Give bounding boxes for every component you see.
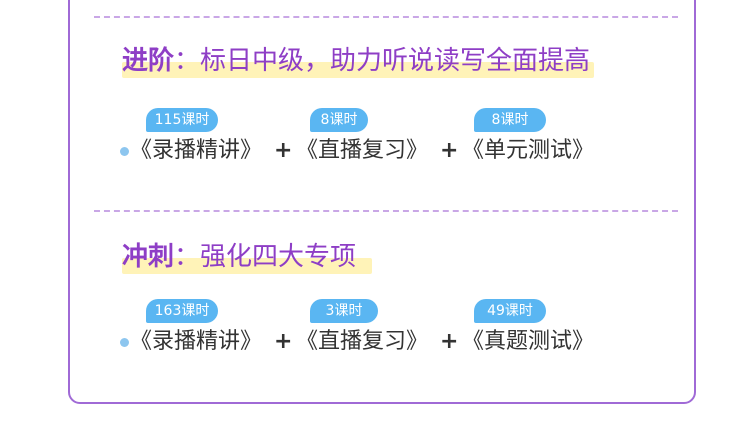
bullet-dot xyxy=(120,338,129,347)
section-heading-sprint: 冲刺：强化四大专项 xyxy=(122,240,372,274)
section-key: 进阶 xyxy=(122,46,175,76)
plus-sign: + xyxy=(440,329,459,354)
course-recorded-lectures: 《录播精讲》 xyxy=(130,329,263,354)
course-mock-exam: 《真题测试》 xyxy=(462,329,595,354)
course-live-review: 《直播复习》 xyxy=(296,329,429,354)
plus-sign: + xyxy=(440,138,459,163)
hours-badge: 3课时 xyxy=(310,299,378,323)
dashed-divider-middle xyxy=(94,210,678,212)
section-key: 冲刺 xyxy=(122,242,175,272)
hours-badge: 115课时 xyxy=(146,108,218,132)
course-live-review: 《直播复习》 xyxy=(296,138,429,163)
hours-badge: 49课时 xyxy=(474,299,546,323)
section-colon: ： xyxy=(174,242,201,272)
hours-badge: 8课时 xyxy=(474,108,546,132)
section-heading-advanced: 进阶：标日中级，助力听说读写全面提高 xyxy=(122,44,594,78)
section-description: 强化四大专项 xyxy=(200,242,357,272)
plus-sign: + xyxy=(274,138,293,163)
section-colon: ： xyxy=(174,46,201,76)
course-unit-test: 《单元测试》 xyxy=(462,138,595,163)
section-description: 标日中级，助力听说读写全面提高 xyxy=(200,46,591,76)
heading-highlight xyxy=(122,258,372,274)
bullet-dot xyxy=(120,147,129,156)
plus-sign: + xyxy=(274,329,293,354)
hours-badge: 8课时 xyxy=(310,108,368,132)
heading-highlight xyxy=(122,62,594,78)
course-recorded-lectures: 《录播精讲》 xyxy=(130,138,263,163)
hours-badge: 163课时 xyxy=(146,299,218,323)
dashed-divider-top xyxy=(94,16,678,18)
